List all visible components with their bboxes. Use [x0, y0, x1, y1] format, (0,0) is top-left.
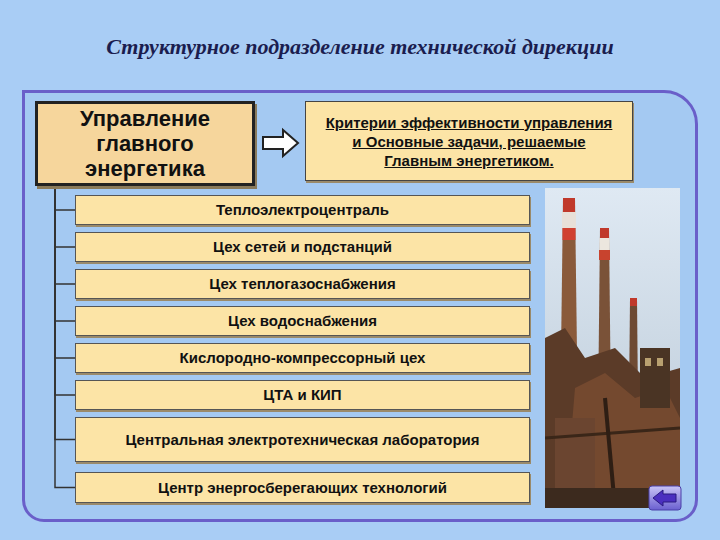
- box-label: Кислородно-компрессорный цех: [180, 349, 426, 367]
- box-label: Центральная электротехническая лаборатор…: [125, 431, 479, 449]
- connector: [55, 186, 75, 395]
- department-box: Центр энергосберегающих технологий: [75, 472, 530, 503]
- connector: [55, 186, 75, 358]
- box-label: Управление главного энергетика: [60, 106, 230, 181]
- back-button: [648, 485, 682, 511]
- box-label: Центр энергосберегающих технологий: [158, 479, 447, 497]
- box-label: Цех теплогазоснабжения: [209, 275, 395, 293]
- box-label: Цех сетей и подстанций: [213, 238, 392, 256]
- slide-title: Структурное подразделение технической ди…: [10, 34, 710, 60]
- connector: [55, 186, 75, 440]
- connector: [55, 186, 75, 321]
- department-box: Кислородно-компрессорный цех: [75, 343, 530, 373]
- box-label: Теплоэлектроцентраль: [216, 201, 389, 219]
- criteria-box: Критерии эффективности управления и Осно…: [305, 101, 633, 181]
- box-label: ЦТА и КИП: [263, 386, 341, 404]
- chimney-photo: [545, 188, 680, 508]
- department-box: Цех водоснабжения: [75, 306, 530, 336]
- department-box: Цех сетей и подстанций: [75, 232, 530, 262]
- department-box: Цех теплогазоснабжения: [75, 269, 530, 299]
- connector: [55, 186, 75, 284]
- department-box: Центральная электротехническая лаборатор…: [75, 417, 530, 462]
- connector: [55, 186, 75, 247]
- department-box: Теплоэлектроцентраль: [75, 195, 530, 225]
- connector: [55, 186, 75, 210]
- box-label: Цех водоснабжения: [228, 312, 377, 330]
- department-box: ЦТА и КИП: [75, 380, 530, 410]
- box-label: Критерии эффективности управления и Осно…: [319, 113, 619, 170]
- connector: [55, 186, 75, 488]
- connector: [263, 130, 298, 156]
- head-box: Управление главного энергетика: [35, 101, 255, 186]
